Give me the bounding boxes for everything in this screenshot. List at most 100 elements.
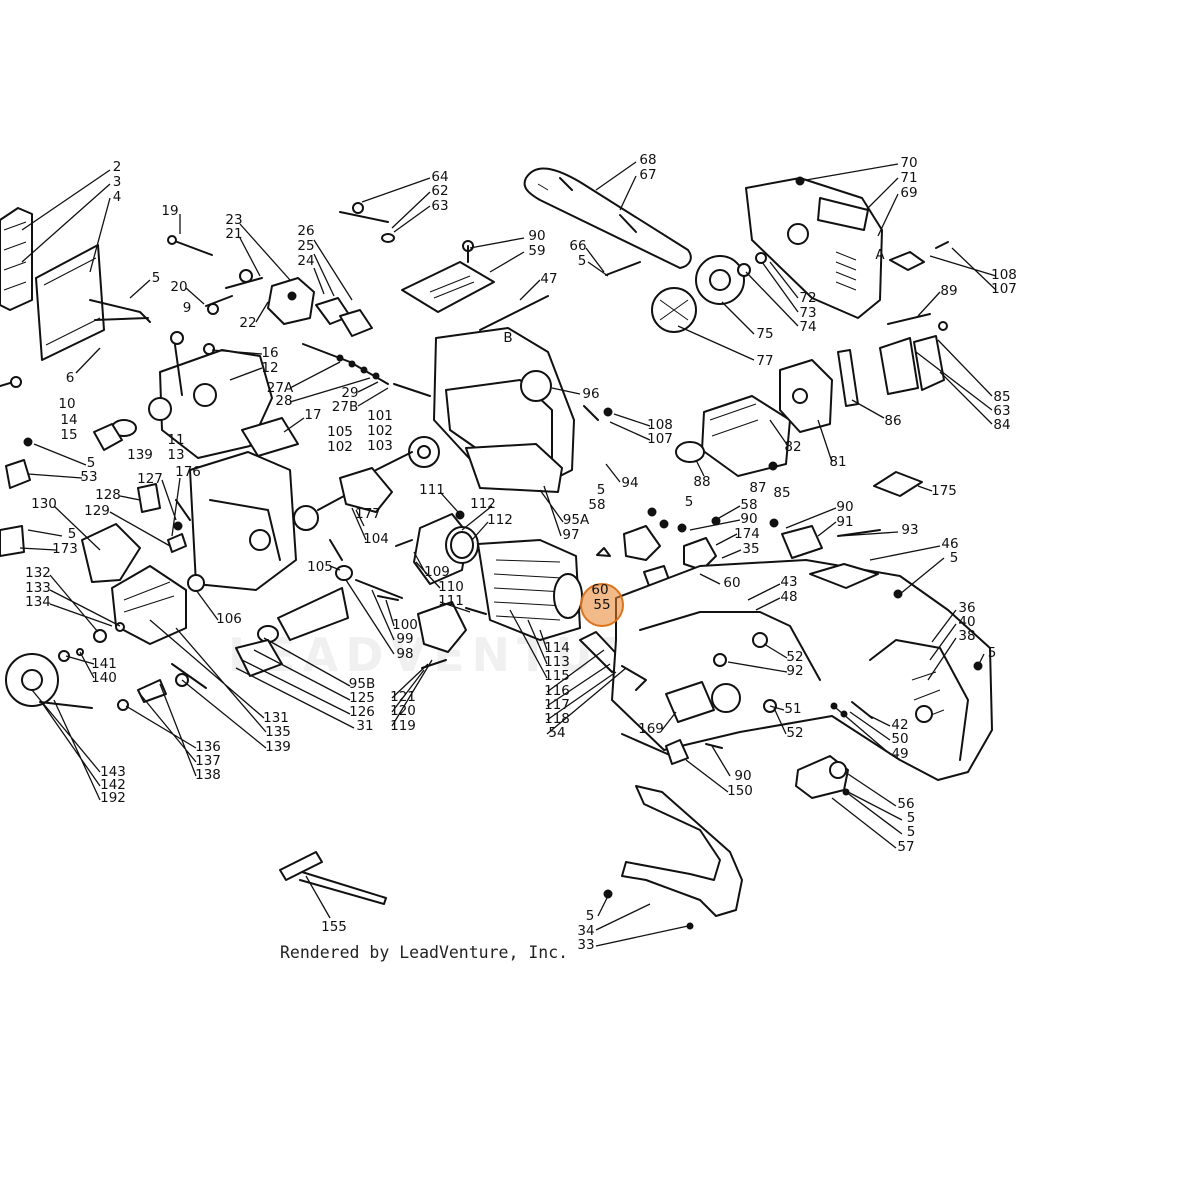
callout-106[interactable]: 106 [216,611,242,627]
callout-140[interactable]: 140 [91,670,117,686]
callout-107[interactable]: 107 [647,431,673,447]
callout-5[interactable]: 5 [949,550,959,566]
callout-139[interactable]: 139 [127,447,153,463]
callout-121[interactable]: 121 [390,689,416,705]
callout-5[interactable]: 5 [906,810,916,826]
callout-142[interactable]: 142 [100,777,126,793]
callout-50[interactable]: 50 [891,731,909,747]
callout-5[interactable]: 5 [86,455,96,471]
callout-90[interactable]: 90 [528,228,546,244]
callout-155[interactable]: 155 [321,919,347,935]
callout-169[interactable]: 169 [638,721,664,737]
callout-109[interactable]: 109 [424,564,450,580]
callout-57[interactable]: 57 [897,839,915,855]
callout-71[interactable]: 71 [900,170,918,186]
callout-20[interactable]: 20 [170,279,188,295]
callout-55[interactable]: 55 [593,597,611,613]
callout-112[interactable]: 112 [487,512,513,528]
callout-113[interactable]: 113 [544,654,570,670]
callout-87[interactable]: 87 [749,480,767,496]
callout-134[interactable]: 134 [25,594,51,610]
callout-192[interactable]: 192 [100,790,126,806]
callout-69[interactable]: 69 [900,185,918,201]
callout-38[interactable]: 38 [958,628,976,644]
callout-43[interactable]: 43 [780,574,798,590]
callout-102[interactable]: 102 [367,423,393,439]
callout-94[interactable]: 94 [621,475,639,491]
callout-15[interactable]: 15 [60,427,78,443]
callout-102[interactable]: 102 [327,439,353,455]
callout-90[interactable]: 90 [734,768,752,784]
callout-119[interactable]: 119 [390,718,416,734]
callout-33[interactable]: 33 [577,937,595,953]
callout-82[interactable]: 82 [784,439,802,455]
callout-93[interactable]: 93 [901,522,919,538]
callout-112[interactable]: 112 [470,496,496,512]
callout-25[interactable]: 25 [297,238,315,254]
callout-5[interactable]: 5 [585,908,595,924]
callout-5[interactable]: 5 [906,824,916,840]
callout-101[interactable]: 101 [367,408,393,424]
callout-58[interactable]: 58 [740,497,758,513]
callout-26[interactable]: 26 [297,223,315,239]
callout-62[interactable]: 62 [431,183,449,199]
callout-174[interactable]: 174 [734,526,760,542]
callout-A[interactable]: A [875,247,885,263]
callout-95B[interactable]: 95B [348,676,376,692]
callout-53[interactable]: 53 [80,469,98,485]
callout-91[interactable]: 91 [836,514,854,530]
callout-90[interactable]: 90 [740,511,758,527]
callout-58[interactable]: 58 [588,497,606,513]
callout-36[interactable]: 36 [958,600,976,616]
callout-118[interactable]: 118 [544,711,570,727]
callout-96[interactable]: 96 [582,386,600,402]
callout-35[interactable]: 35 [742,541,760,557]
callout-11[interactable]: 11 [167,432,185,448]
callout-5[interactable]: 5 [684,494,694,510]
callout-175[interactable]: 175 [931,483,957,499]
callout-5[interactable]: 5 [987,645,997,661]
callout-12[interactable]: 12 [261,360,279,376]
callout-111[interactable]: 111 [438,593,464,609]
callout-60[interactable]: 60 [723,575,741,591]
callout-47[interactable]: 47 [540,271,558,287]
callout-136[interactable]: 136 [195,739,221,755]
callout-72[interactable]: 72 [799,290,817,306]
callout-52[interactable]: 52 [786,725,804,741]
callout-103[interactable]: 103 [367,438,393,454]
callout-21[interactable]: 21 [225,226,243,242]
callout-95A[interactable]: 95A [562,512,590,528]
callout-90[interactable]: 90 [836,499,854,515]
callout-92[interactable]: 92 [786,663,804,679]
callout-10[interactable]: 10 [58,396,76,412]
callout-116[interactable]: 116 [544,683,570,699]
callout-56[interactable]: 56 [897,796,915,812]
callout-75[interactable]: 75 [756,326,774,342]
callout-68[interactable]: 68 [639,152,657,168]
callout-5[interactable]: 5 [596,482,606,498]
callout-111[interactable]: 111 [419,482,445,498]
callout-105[interactable]: 105 [307,559,333,575]
callout-97[interactable]: 97 [562,527,580,543]
callout-19[interactable]: 19 [161,203,179,219]
callout-125[interactable]: 125 [349,690,375,706]
callout-89[interactable]: 89 [940,283,958,299]
callout-127[interactable]: 127 [137,471,163,487]
callout-108[interactable]: 108 [647,417,673,433]
callout-9[interactable]: 9 [182,300,192,316]
callout-29[interactable]: 29 [341,385,359,401]
callout-104[interactable]: 104 [363,531,389,547]
callout-143[interactable]: 143 [100,764,126,780]
callout-63[interactable]: 63 [993,403,1011,419]
callout-31[interactable]: 31 [356,718,374,734]
callout-2[interactable]: 2 [112,159,122,175]
callout-129[interactable]: 129 [84,503,110,519]
callout-5[interactable]: 5 [67,526,77,542]
callout-54[interactable]: 54 [548,725,566,741]
callout-77[interactable]: 77 [756,353,774,369]
callout-27A[interactable]: 27A [266,380,294,396]
callout-141[interactable]: 141 [91,656,117,672]
callout-17[interactable]: 17 [304,407,322,423]
callout-28[interactable]: 28 [275,393,293,409]
callout-3[interactable]: 3 [112,174,122,190]
